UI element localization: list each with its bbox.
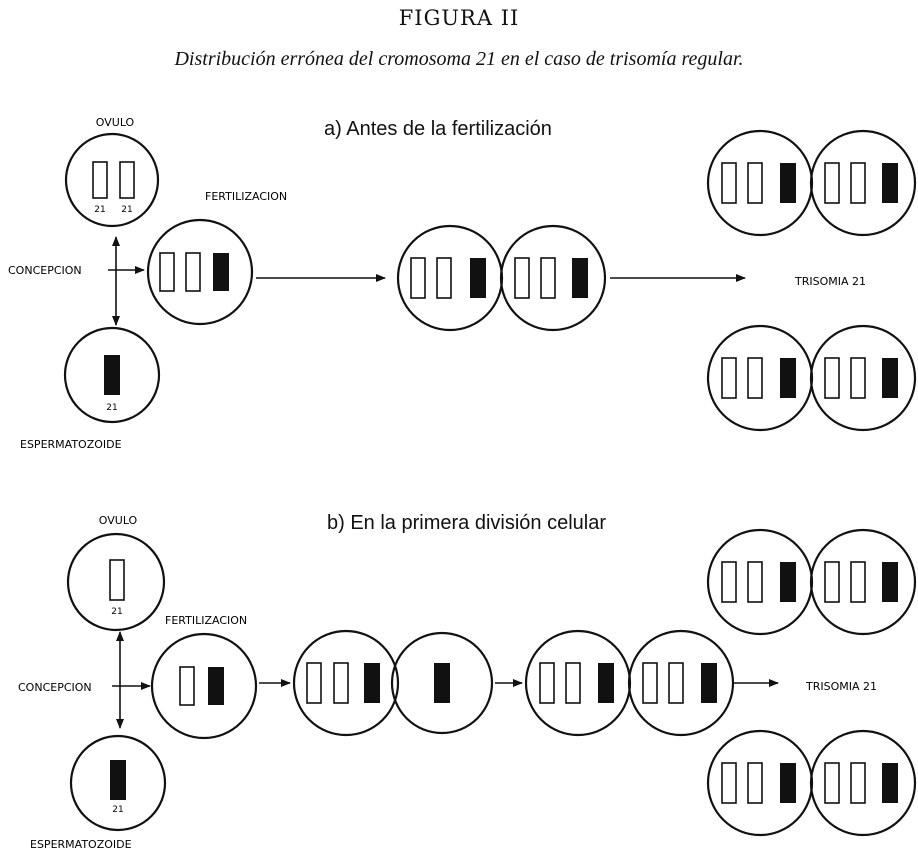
section-a: OVULO 21 21 FERTILIZACION CONCEPCION 21 … (8, 116, 917, 451)
figure-title: FIGURA II (398, 6, 520, 30)
zygote-b (150, 632, 258, 740)
chromosome-white (119, 161, 135, 199)
two-cell-b (292, 629, 494, 737)
label-egg-a: OVULO (96, 116, 135, 129)
chromosome-label: 21 (121, 205, 132, 215)
label-conception-a: CONCEPCION (8, 264, 82, 277)
label-trisomy-a: TRISOMIA 21 (794, 275, 866, 288)
label-sperm-a: ESPERMATOZOIDE (20, 438, 122, 451)
chromosome-white (92, 161, 108, 199)
eight-cell-top-b (706, 528, 917, 636)
section-b: OVULO 21 FERTILIZACION CONCEPCION 21 ESP… (18, 514, 917, 851)
two-cell-a (396, 224, 607, 332)
chromosome-label: 21 (106, 403, 117, 413)
label-sperm-b: ESPERMATOZOIDE (30, 838, 132, 851)
figure-subtitle: Distribución errónea del cromosoma 21 en… (174, 48, 744, 70)
egg-cell-b: 21 (66, 532, 166, 632)
four-cell-top-a (706, 129, 917, 237)
chromosome-label: 21 (111, 607, 122, 617)
sperm-cell-a: 21 (63, 326, 161, 424)
label-egg-b: OVULO (99, 514, 138, 527)
label-trisomy-b: TRISOMIA 21 (805, 680, 877, 693)
chromosome-label: 21 (94, 205, 105, 215)
chromosome-label: 21 (112, 805, 123, 815)
eight-cell-bottom-b (706, 729, 917, 837)
four-cell-b (524, 629, 735, 737)
label-fertilization-a: FERTILIZACION (205, 190, 287, 203)
sperm-cell-b: 21 (69, 734, 167, 832)
egg-cell-a: 21 21 (64, 132, 160, 228)
four-cell-bottom-a (706, 324, 917, 432)
section-b-title: b) En la primera división celular (327, 512, 607, 534)
section-a-title: a) Antes de la fertilización (324, 118, 552, 140)
label-conception-b: CONCEPCION (18, 681, 92, 694)
zygote-a (146, 218, 254, 326)
label-fertilization-b: FERTILIZACION (165, 614, 247, 627)
